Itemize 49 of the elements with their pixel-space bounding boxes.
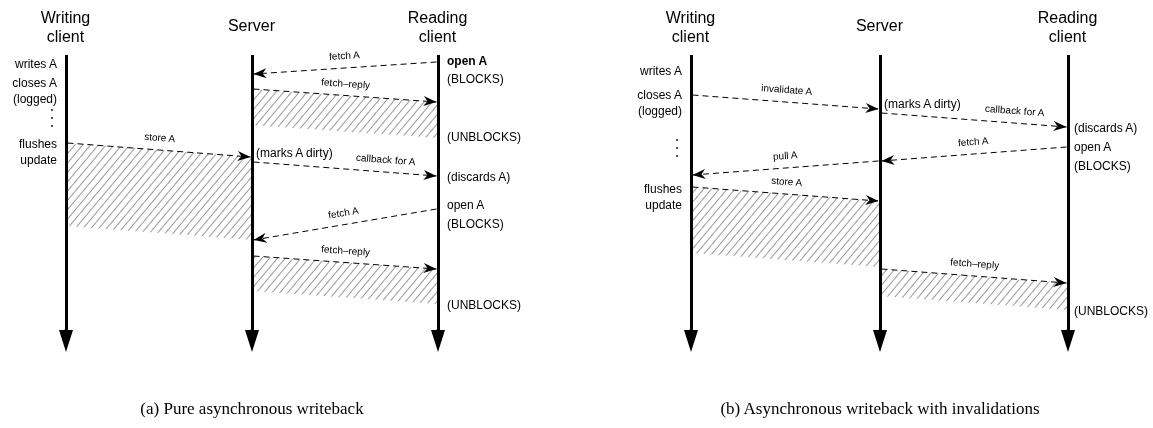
message-arrow bbox=[881, 268, 1067, 287]
message-arrow bbox=[692, 94, 879, 113]
edge-label: callback for A bbox=[355, 151, 416, 169]
event-note: closes A (logged) bbox=[11, 75, 57, 107]
edge-label: callback for A bbox=[984, 102, 1045, 120]
edge-label: invalidate A bbox=[760, 82, 813, 98]
edge-label: fetch A bbox=[957, 134, 989, 150]
participant-heading: Writing client bbox=[664, 8, 717, 46]
event-note: open A bbox=[447, 53, 489, 69]
participant-heading: Reading client bbox=[1036, 8, 1099, 46]
event-note: closes A (logged) bbox=[636, 87, 682, 119]
event-note: (BLOCKS) bbox=[447, 71, 505, 87]
event-note: (discards A) bbox=[1074, 120, 1139, 136]
event-note: (UNBLOCKS) bbox=[447, 297, 522, 313]
event-note: flushes update bbox=[17, 136, 57, 168]
event-note: open A bbox=[447, 197, 486, 213]
participant-heading: Server bbox=[854, 16, 905, 35]
message-arrow bbox=[253, 61, 437, 79]
message-arrow bbox=[253, 88, 437, 107]
edge-label: fetch–reply bbox=[320, 75, 371, 92]
event-note: open A bbox=[1074, 139, 1113, 155]
message-arrow bbox=[692, 160, 879, 179]
message-arrow bbox=[881, 112, 1067, 131]
edge-label: fetch–reply bbox=[320, 242, 371, 259]
message-arrow bbox=[692, 186, 879, 205]
event-note: (discards A) bbox=[447, 169, 512, 185]
edge-label: store A bbox=[143, 130, 176, 146]
event-note: writes A bbox=[14, 56, 57, 72]
event-note: (BLOCKS) bbox=[1074, 158, 1132, 174]
event-note: flushes update bbox=[642, 181, 682, 213]
message-arrow bbox=[253, 208, 437, 243]
participant-heading: Server bbox=[226, 16, 277, 35]
edge-label: store A bbox=[770, 174, 803, 190]
event-note: (UNBLOCKS) bbox=[447, 129, 522, 145]
message-arrow bbox=[253, 255, 437, 274]
edge-label: fetch A bbox=[327, 204, 360, 222]
message-arrow bbox=[67, 142, 251, 161]
event-note: (UNBLOCKS) bbox=[1074, 303, 1149, 319]
event-note: writes A bbox=[639, 63, 682, 79]
participant-heading: Writing client bbox=[39, 8, 92, 46]
edge-label: fetch–reply bbox=[949, 256, 1000, 272]
edge-label: pull A bbox=[772, 149, 798, 163]
figure-caption: (a) Pure asynchronous writeback bbox=[139, 398, 365, 420]
edge-label: fetch A bbox=[328, 49, 360, 63]
figure-caption: (b) Asynchronous writeback with invalidations bbox=[719, 398, 1041, 420]
participant-heading: Reading client bbox=[406, 8, 469, 46]
event-note: (BLOCKS) bbox=[447, 216, 505, 232]
message-arrow bbox=[881, 146, 1067, 165]
message-arrow bbox=[253, 161, 437, 180]
